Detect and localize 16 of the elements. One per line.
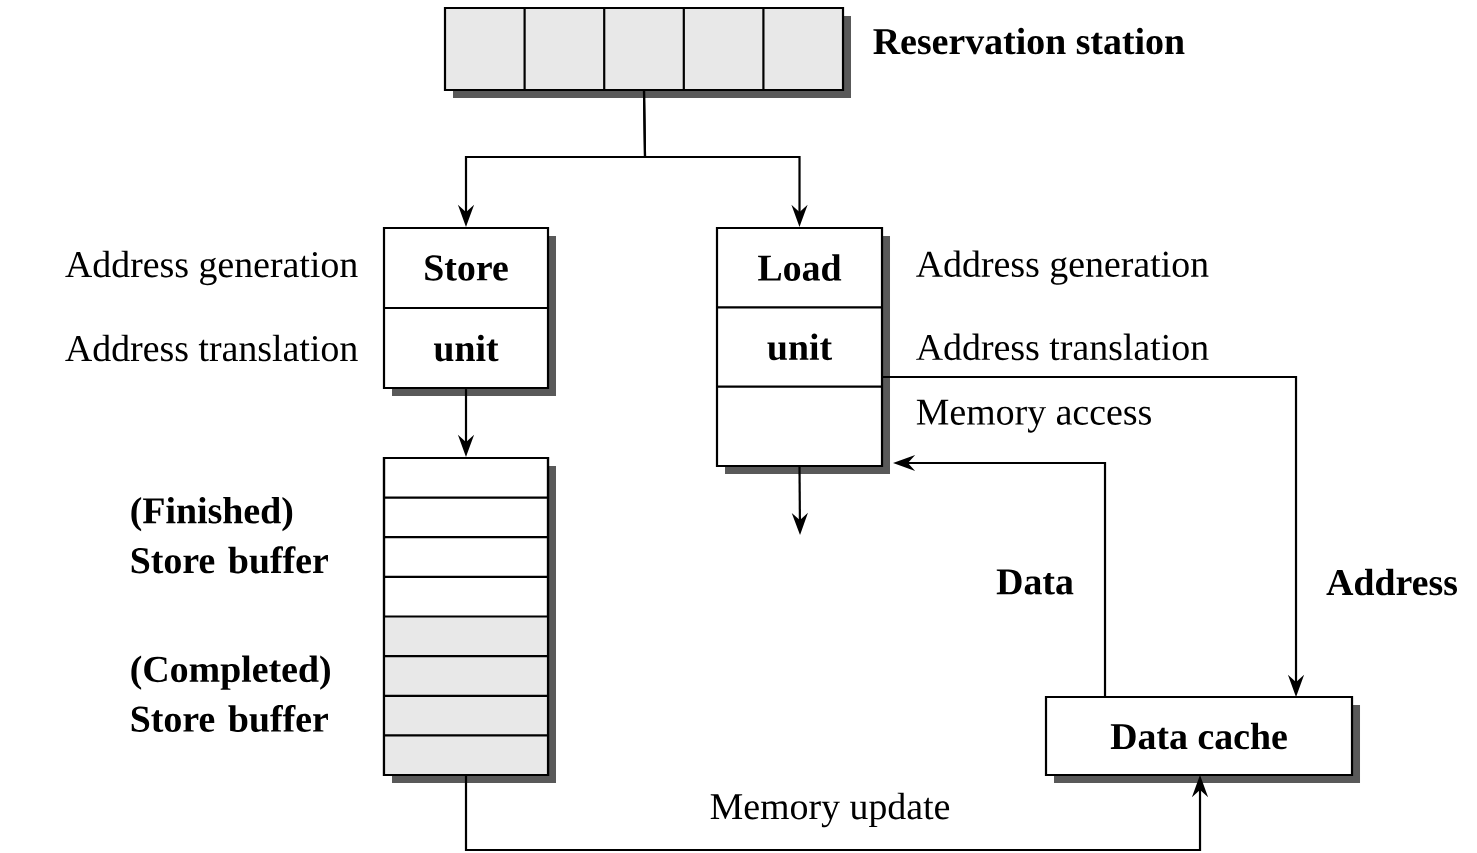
unit-box: Store unit: [382, 226, 556, 396]
edge-label: Data: [994, 567, 1076, 597]
reservation-station: Reservation station: [443, 6, 1185, 98]
stage-label: Address translation: [916, 333, 1209, 361]
edge-label: Address: [1324, 566, 1460, 598]
node-label: Reservation station: [873, 27, 1185, 55]
stage-label: Address generation: [65, 250, 358, 286]
unit-box: Load unit: [715, 226, 890, 474]
stage-label: Memory access: [916, 399, 1151, 433]
edge-label: Memory update: [707, 790, 953, 830]
node-label: (Completed) Store buffer: [131, 655, 330, 733]
stage-label: Address generation: [916, 250, 1209, 285]
cache-box: Data cache: [1044, 695, 1360, 783]
stage-label: Address translation: [65, 334, 358, 362]
node-label: (Finished) Store buffer: [131, 496, 328, 574]
store-buffer: (Finished) Store buffer (Completed) Store buffer: [131, 456, 556, 783]
